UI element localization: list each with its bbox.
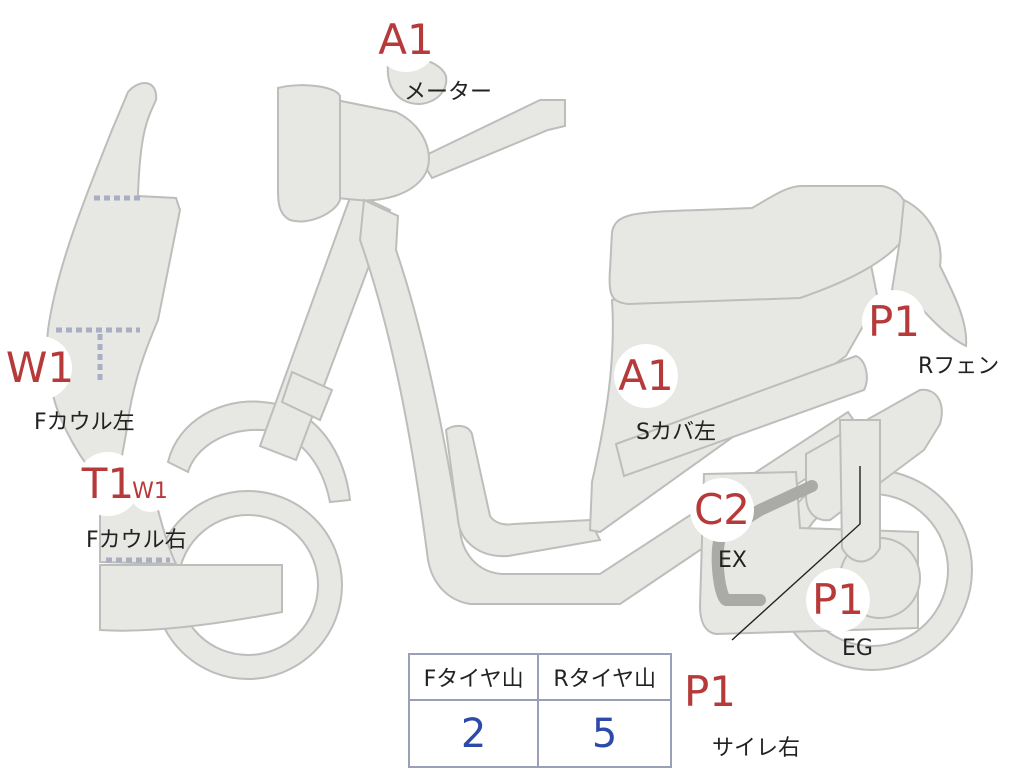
rear-strip — [614, 354, 868, 478]
handlebar — [418, 99, 566, 180]
badge-p1-muffler-right[interactable]: P1 — [678, 660, 742, 724]
rear-tire-value[interactable]: 5 — [537, 699, 672, 768]
front-tire-value[interactable]: 2 — [407, 699, 540, 768]
rear-tire-header: Rタイヤ山 — [537, 653, 672, 701]
label-meter: メーター — [404, 80, 493, 105]
head-housing — [315, 94, 430, 202]
tire-table-value-row: 2 5 — [407, 699, 672, 768]
tire-table-header-row: Fタイヤ山 Rタイヤ山 — [407, 653, 672, 701]
label-fcowl-left: Fカウル左 — [34, 410, 135, 435]
label-side-cover-left: Sカバ左 — [636, 420, 716, 445]
label-exhaust: EX — [718, 548, 747, 573]
badge-t1-fcowl-right[interactable]: T1 — [76, 452, 140, 516]
label-muffler-right: サイレ右 — [712, 736, 801, 761]
headlamp — [277, 84, 341, 223]
label-fcowl-right: Fカウル右 — [86, 528, 187, 553]
badge-a1-meter[interactable]: A1 — [374, 8, 438, 72]
front-cowl — [45, 82, 182, 481]
rear-fender — [890, 198, 968, 348]
tire-tread-table: Fタイヤ山 Rタイヤ山 2 5 — [407, 653, 672, 768]
footwell — [444, 424, 602, 558]
badge-p1-rear-fender[interactable]: P1 — [862, 290, 926, 354]
badge-a1-side-cover-left[interactable]: A1 — [614, 344, 678, 408]
badge-w1-fcowl-right[interactable]: W1 — [130, 472, 170, 512]
floor-panel — [99, 564, 283, 632]
label-engine: EG — [842, 636, 873, 661]
badge-c2-exhaust[interactable]: C2 — [690, 478, 754, 542]
front-fender — [166, 400, 352, 504]
fork-collar — [280, 370, 334, 422]
badge-p1-engine[interactable]: P1 — [806, 568, 870, 632]
badge-w1-fcowl-left[interactable]: W1 — [6, 336, 74, 400]
front-tire-header: Fタイヤ山 — [407, 653, 540, 701]
seam-lines — [56, 195, 170, 563]
leader-lines — [731, 466, 861, 641]
label-rear-fender: Rフェン — [918, 354, 1000, 379]
